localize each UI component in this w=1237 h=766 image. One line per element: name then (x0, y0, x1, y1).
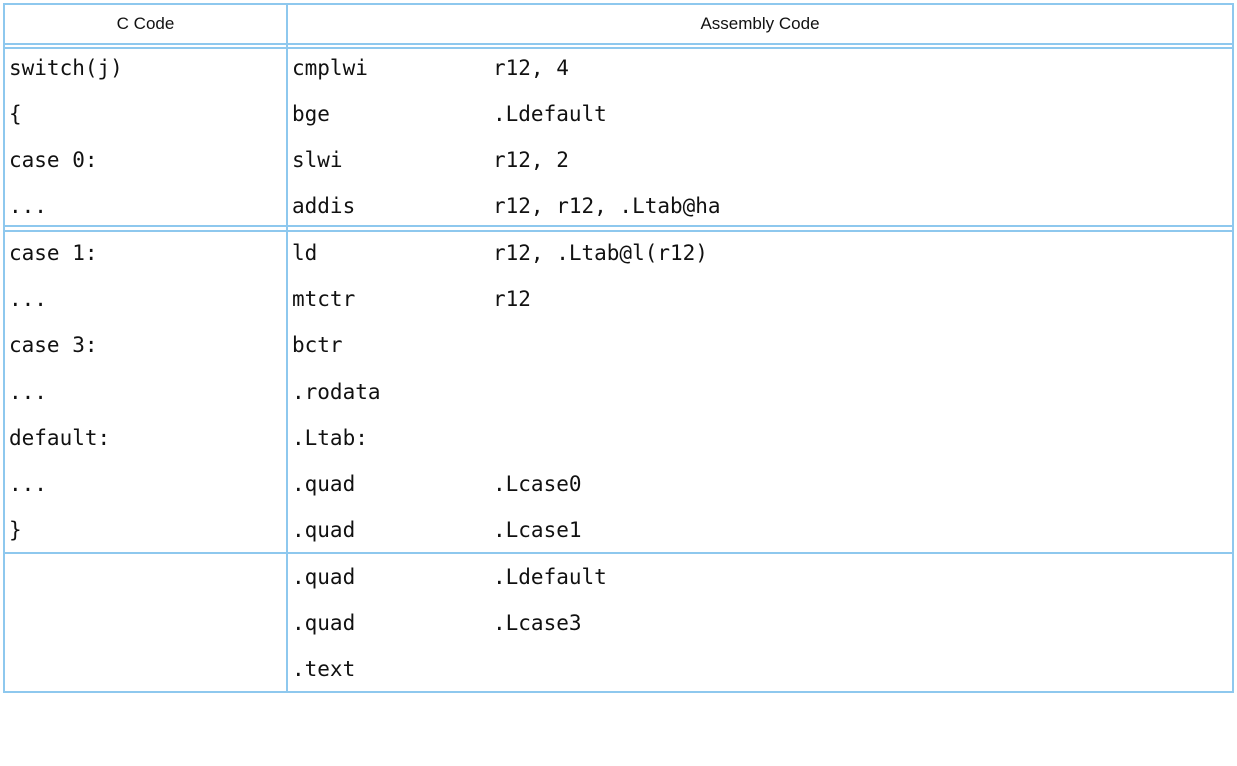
asm-arg-cell: .Lcase0 (493, 472, 582, 496)
asm-arg-cell: .Ldefault (493, 102, 607, 126)
group-rule-1b (5, 230, 1232, 232)
header-assembly-code: Assembly Code (700, 14, 820, 33)
c-code-cell: { (9, 102, 22, 126)
asm-arg-cell: r12 (493, 287, 531, 311)
group-rule-2 (5, 552, 1232, 554)
header-rule-top (5, 43, 1232, 45)
table-row: .quad .Lcase3 (5, 600, 1232, 646)
asm-op-cell: ld (292, 241, 318, 265)
asm-op-cell: cmplwi (292, 56, 368, 80)
table-row: case 3: bctr (5, 322, 1232, 368)
c-code-cell: switch(j) (9, 56, 123, 80)
table-row: default: .Ltab: (5, 415, 1232, 461)
asm-arg-cell: .Lcase1 (493, 518, 582, 542)
c-code-cell: ... (9, 287, 47, 311)
c-code-cell: ... (9, 194, 47, 218)
asm-op-cell: mtctr (292, 287, 356, 311)
asm-op-cell: .quad (292, 472, 356, 496)
table-row: .quad .Ldefault (5, 554, 1232, 600)
asm-op-cell: addis (292, 194, 356, 218)
asm-arg-cell: r12, .Ltab@l(r12) (493, 241, 708, 265)
table-row: } .quad .Lcase1 (5, 507, 1232, 553)
asm-op-cell: bctr (292, 333, 343, 357)
asm-op-cell: .quad (292, 565, 356, 589)
table-row: ... addis r12, r12, .Ltab@ha (5, 183, 1232, 229)
group-rule-1a (5, 225, 1232, 227)
asm-arg-cell (493, 322, 1193, 368)
c-code-cell: } (9, 518, 22, 542)
c-code-cell: default: (9, 426, 111, 450)
c-code-cell: ... (9, 472, 47, 496)
asm-op-cell: .Ltab: (292, 426, 368, 450)
table-row: case 1: ld r12, .Ltab@l(r12) (5, 230, 1232, 276)
table-header-row: C Code Assembly Code (5, 5, 1232, 43)
c-code-cell: case 0: (9, 148, 98, 172)
table-row: ... .rodata (5, 369, 1232, 415)
header-rule-bottom (5, 47, 1232, 49)
asm-op-cell: .quad (292, 518, 356, 542)
table-row: .text (5, 646, 1232, 692)
asm-arg-cell: .Ldefault (493, 565, 607, 589)
table-row: switch(j) cmplwi r12, 4 (5, 45, 1232, 91)
column-divider (286, 5, 288, 691)
asm-op-cell: .quad (292, 611, 356, 635)
asm-op-cell: bge (292, 102, 330, 126)
c-code-cell: ... (9, 380, 47, 404)
table-row: case 0: slwi r12, 2 (5, 137, 1232, 183)
c-code-cell (9, 554, 279, 600)
asm-arg-cell: r12, 4 (493, 56, 569, 80)
c-code-cell (9, 646, 279, 692)
asm-arg-cell (493, 415, 1193, 461)
table-row: ... mtctr r12 (5, 276, 1232, 322)
code-comparison-table: C Code Assembly Code switch(j) cmplwi r1… (3, 3, 1234, 693)
header-c-code: C Code (116, 14, 175, 33)
c-code-cell: case 3: (9, 333, 98, 357)
asm-arg-cell (493, 646, 1193, 692)
table-row: { bge .Ldefault (5, 91, 1232, 137)
c-code-cell: case 1: (9, 241, 98, 265)
table-row: ... .quad .Lcase0 (5, 461, 1232, 507)
c-code-cell (9, 600, 279, 646)
asm-arg-cell (493, 369, 1193, 415)
asm-arg-cell: r12, r12, .Ltab@ha (493, 194, 721, 218)
asm-arg-cell: .Lcase3 (493, 611, 582, 635)
asm-op-cell: .rodata (292, 380, 381, 404)
asm-op-cell: .text (292, 657, 356, 681)
asm-op-cell: slwi (292, 148, 343, 172)
asm-arg-cell: r12, 2 (493, 148, 569, 172)
